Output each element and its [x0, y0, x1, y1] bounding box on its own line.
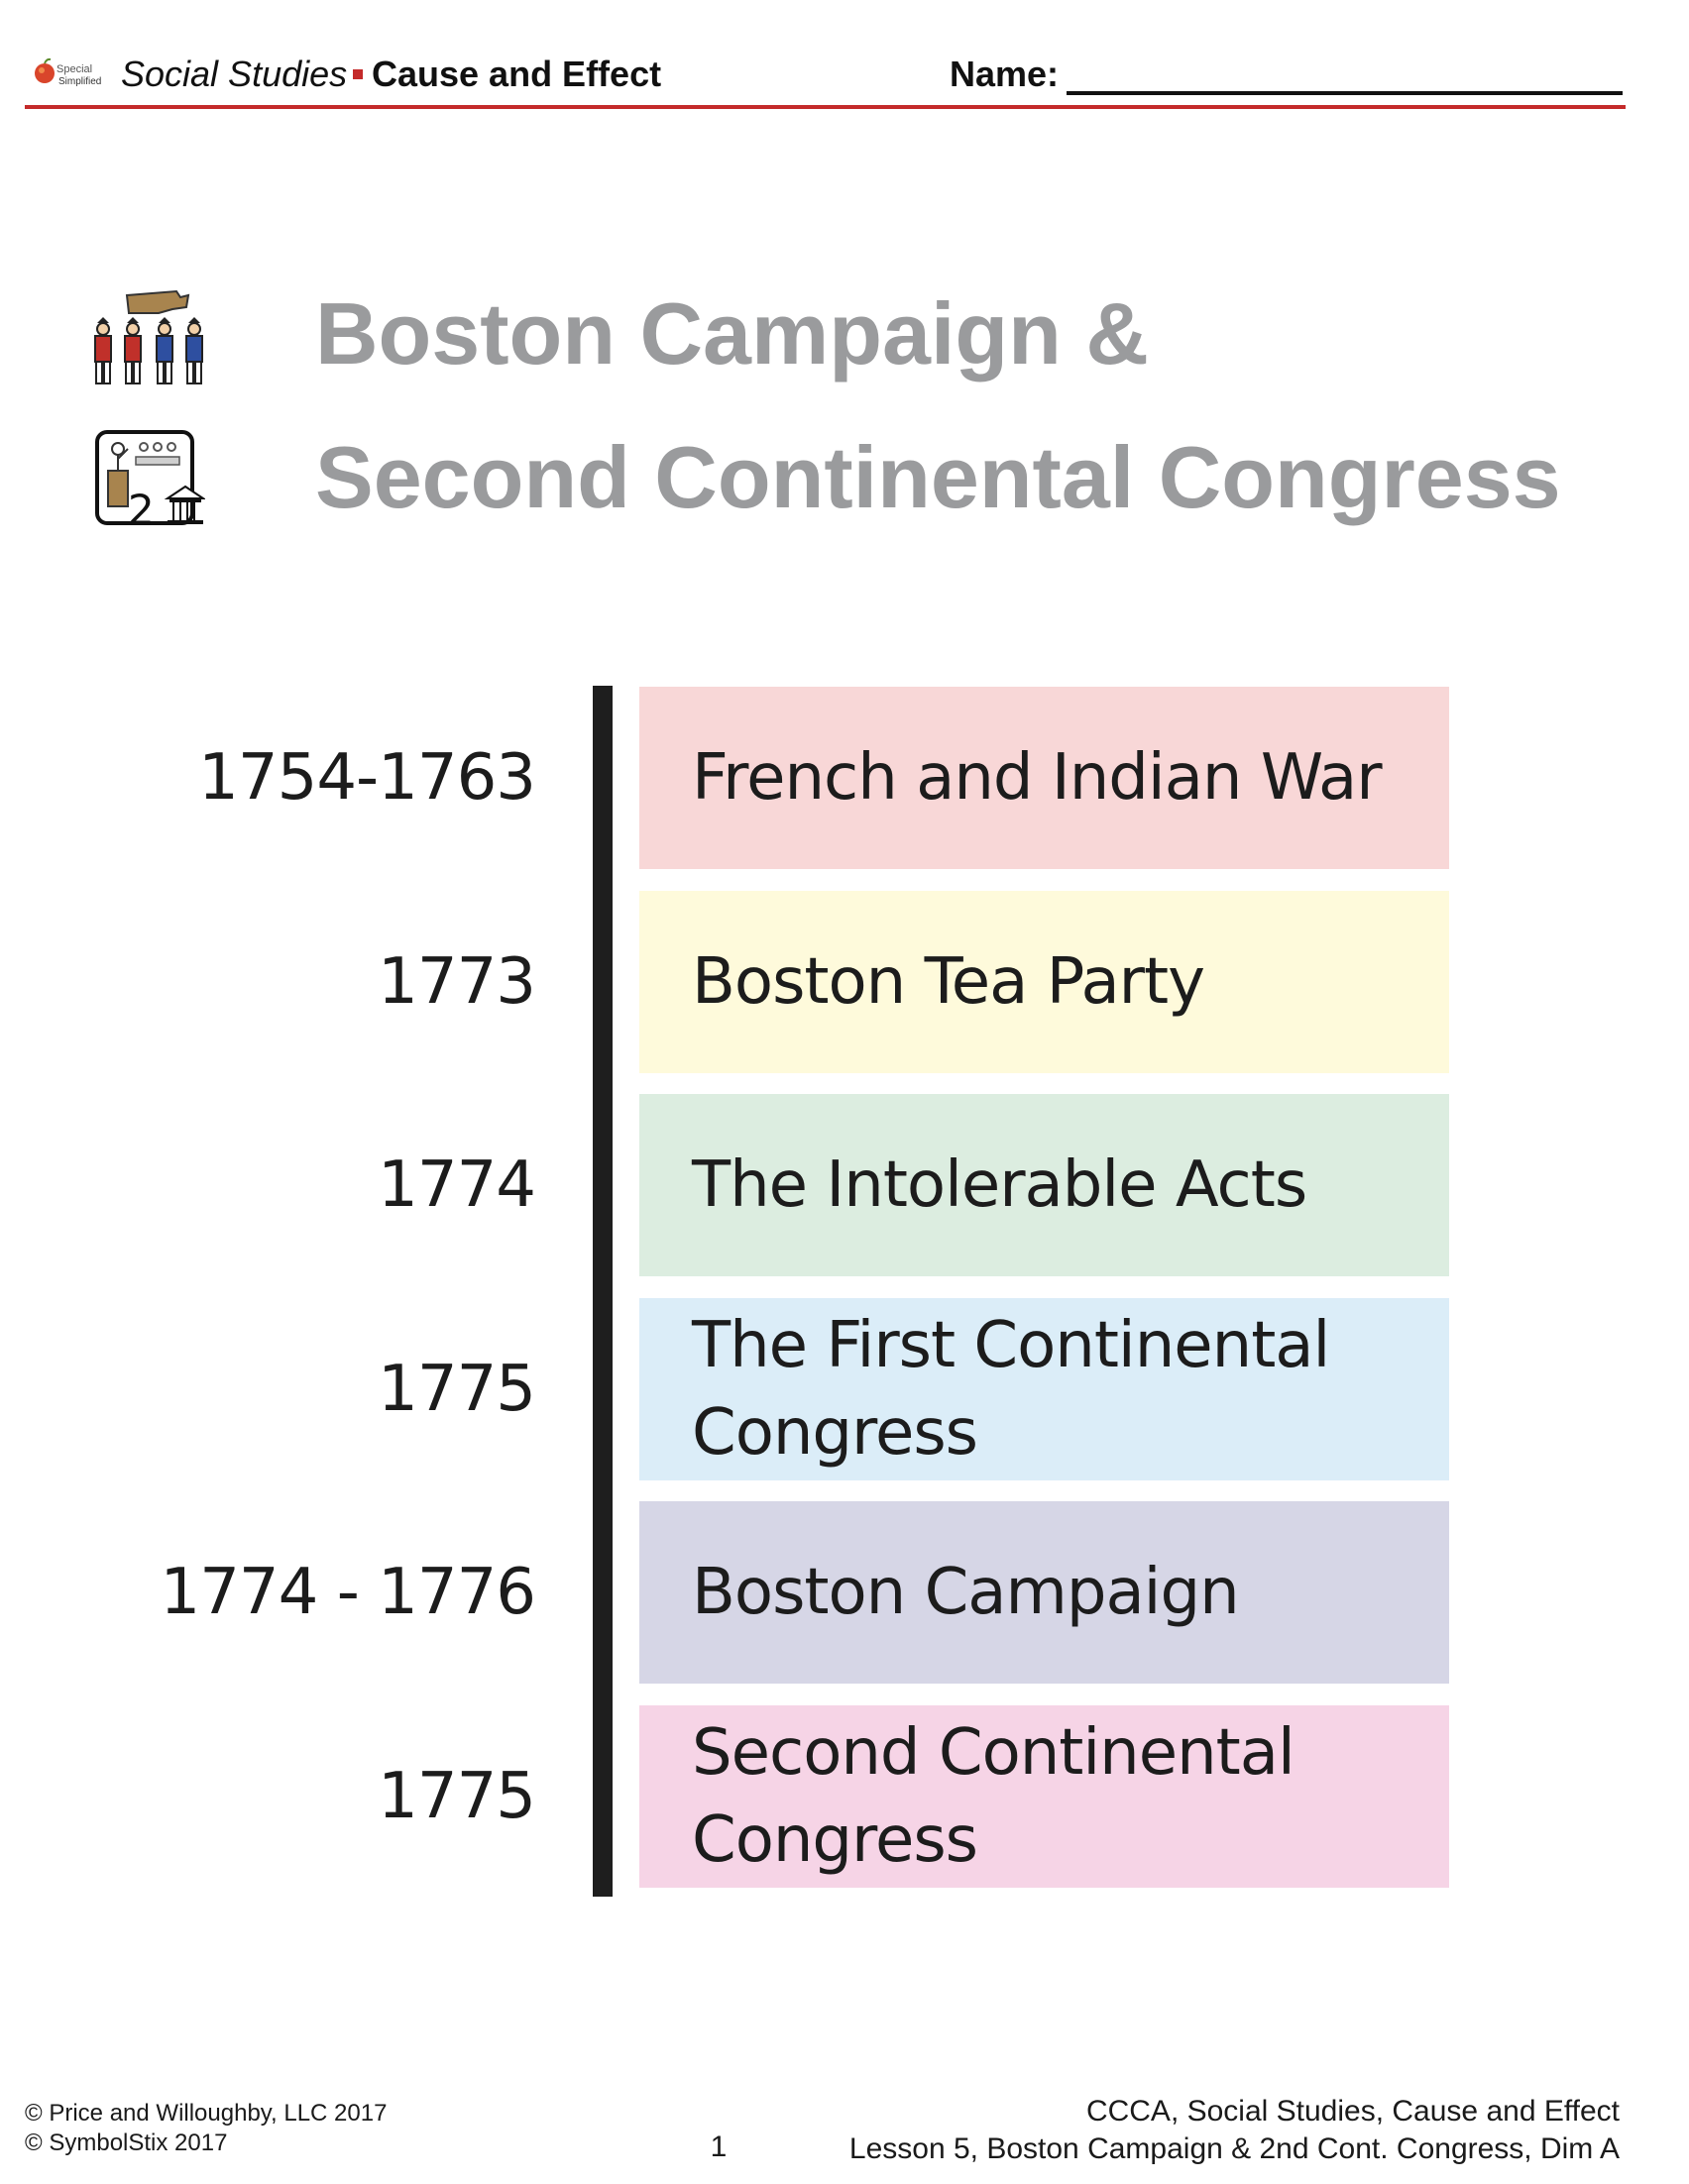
event-box: French and Indian War: [639, 687, 1449, 869]
header-divider: [25, 105, 1626, 109]
event-label-line: Congress: [692, 1395, 978, 1470]
name-label: Name:: [950, 54, 1060, 94]
event-label: French and Indian War: [692, 734, 1383, 821]
course-line: CCCA, Social Studies, Cause and Effect: [1085, 2095, 1620, 2128]
event-date: 1774 - 1776: [160, 1556, 536, 1629]
event-label: Boston Tea Party: [692, 938, 1205, 1026]
worksheet-header: Special Simplified Social Studies Cause …: [25, 50, 1631, 105]
event-label: Boston Campaign: [692, 1549, 1240, 1636]
header-topic: Cause and Effect: [372, 54, 662, 94]
copyright-line-1: © Price and Willoughby, LLC 2017: [25, 2100, 388, 2127]
event-box: Boston Campaign: [639, 1501, 1449, 1684]
page-title-line-2: Second Continental Congress: [315, 428, 1561, 526]
event-date: 1775: [378, 1352, 536, 1426]
boston-soldiers-icon: [94, 289, 203, 384]
special-simplified-logo: Special Simplified: [35, 57, 101, 87]
event-date: 1773: [378, 944, 536, 1019]
event-date: 1774: [378, 1148, 536, 1222]
footer-copyright: © Price and Willoughby, LLC 2017 © Symbo…: [25, 2099, 387, 2158]
svg-text:2: 2: [128, 486, 155, 534]
event-label: The Intolerable Acts: [692, 1142, 1307, 1229]
event-label-line: French and Indian War: [692, 741, 1383, 815]
event-date: 1754-1763: [198, 741, 536, 815]
event-box: Boston Tea Party: [639, 890, 1449, 1073]
svg-text:Special: Special: [56, 63, 92, 75]
header-subject: Social Studies: [121, 54, 348, 94]
event-label-line: Boston Tea Party: [692, 944, 1205, 1019]
event-date: 1775: [378, 1759, 536, 1833]
event-label-line: Boston Campaign: [692, 1556, 1240, 1629]
page-number: 1: [710, 2130, 728, 2163]
event-label-line: Second Continental: [692, 1715, 1295, 1790]
copyright-line-2: © SymbolStix 2017: [25, 2129, 228, 2156]
page-title-line-1: Boston Campaign &: [315, 284, 1149, 382]
event-label-line: Congress: [692, 1802, 978, 1877]
footer-lesson-info: CCCA, Social Studies, Cause and Effect L…: [849, 2093, 1620, 2168]
timeline-axis: [593, 686, 613, 1897]
lesson-line: Lesson 5, Boston Campaign & 2nd Cont. Co…: [848, 2132, 1620, 2165]
event-label-line: The First Continental: [692, 1308, 1330, 1382]
second-congress-icon: 2: [95, 430, 205, 534]
header-separator-bullet: [353, 69, 363, 79]
svg-text:Simplified: Simplified: [58, 76, 101, 87]
event-box: The Intolerable Acts: [639, 1094, 1449, 1276]
event-label-line: The Intolerable Acts: [692, 1148, 1307, 1222]
name-input-line[interactable]: [1067, 91, 1623, 95]
